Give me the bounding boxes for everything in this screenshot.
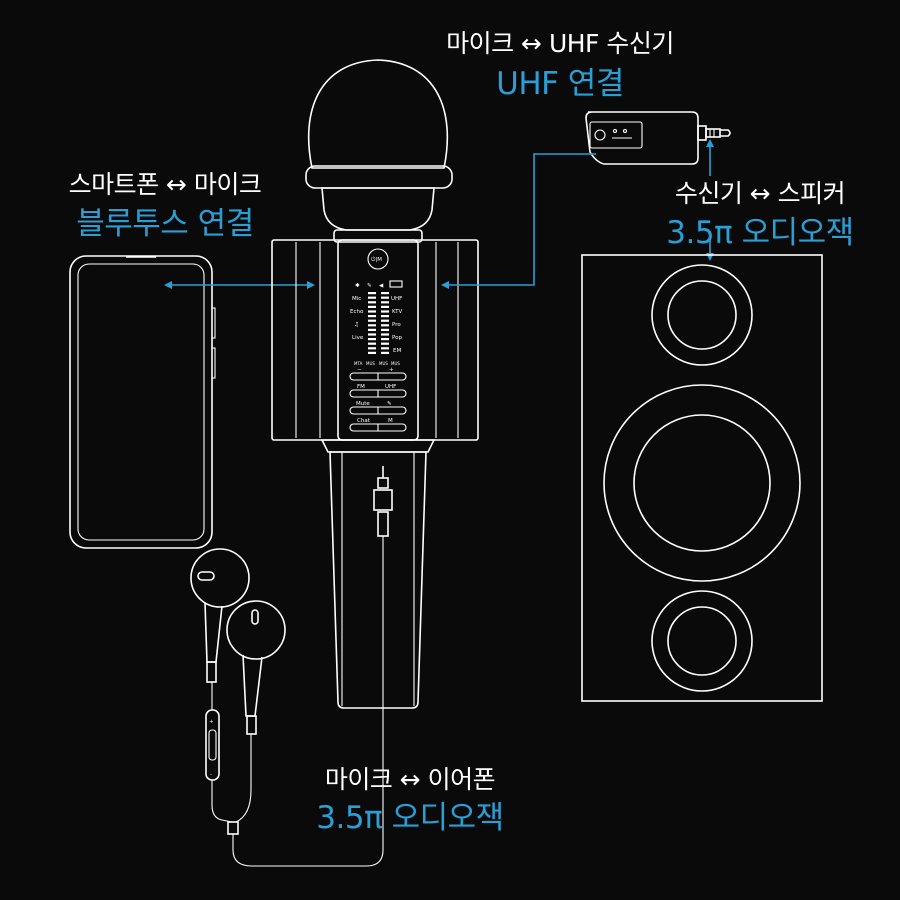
level-bar xyxy=(381,324,389,327)
level-label: MUS xyxy=(379,361,388,366)
mode-echo-label: Echo xyxy=(350,309,364,315)
uhf-arrow-icon xyxy=(441,153,596,289)
svg-text:Chat: Chat xyxy=(357,418,371,424)
smartphone-icon xyxy=(69,255,216,549)
level-bar xyxy=(368,324,376,327)
level-bar xyxy=(368,319,376,322)
svg-text:+: + xyxy=(389,367,394,373)
level-bar xyxy=(381,351,389,354)
level-bar xyxy=(381,338,389,341)
level-bar xyxy=(381,328,389,331)
level-bar xyxy=(368,351,376,354)
level-bar xyxy=(368,347,376,350)
level-bar xyxy=(381,296,389,299)
level-bar xyxy=(368,315,376,318)
level-bar xyxy=(368,296,376,299)
svg-text:UHF: UHF xyxy=(385,384,396,390)
level-bar xyxy=(381,310,389,313)
svg-text:-: - xyxy=(210,772,212,778)
mode-mic-label: Mic xyxy=(352,296,361,302)
mode-live-label: Live xyxy=(352,335,364,341)
uhf-connection-title: 마이크 ↔ UHF 수신기 xyxy=(446,29,674,58)
level-bar xyxy=(368,342,376,345)
svg-text:M: M xyxy=(388,418,393,424)
level-bar xyxy=(368,310,376,313)
level-bar xyxy=(381,315,389,318)
speaker-connection-title: 수신기 ↔ 스피커 xyxy=(674,179,846,208)
mode-music-icon: ♫ xyxy=(354,322,359,328)
level-bar xyxy=(381,305,389,308)
control-buttons: − + FM UHF Mute ✎ Chat M xyxy=(349,367,407,432)
earphone-connection-label: 3.5π 오디오잭 xyxy=(316,800,504,836)
level-label: MTA xyxy=(354,361,363,366)
svg-text:✱: ✱ xyxy=(355,282,360,289)
bluetooth-connection-title: 스마트폰 ↔ 마이크 xyxy=(68,170,262,199)
level-bar xyxy=(381,301,389,304)
bluetooth-arrow-icon xyxy=(164,281,315,289)
mode-pro-label: Pro xyxy=(392,322,401,328)
level-bar xyxy=(381,333,389,336)
level-bar xyxy=(381,319,389,322)
microphone-icon: ⏻|M ✱ ✎ ◀ Mic Echo ♫ Live UHF KTV Pro Po… xyxy=(271,59,479,709)
mode-pop-label: Pop xyxy=(392,335,402,341)
svg-text:FM: FM xyxy=(357,384,365,390)
power-mode-button: ⏻|M xyxy=(371,256,382,263)
svg-text:−: − xyxy=(357,367,362,373)
earphone-connection-title: 마이크 ↔ 이어폰 xyxy=(324,765,496,794)
mode-ktv-label: KTV xyxy=(392,309,403,315)
level-bar xyxy=(368,301,376,304)
level-meter xyxy=(368,292,389,354)
svg-text:+: + xyxy=(209,719,214,725)
level-bar xyxy=(381,342,389,345)
uhf-connection-label: UHF 연결 xyxy=(496,66,624,102)
speaker-arrow-icon xyxy=(706,139,714,261)
svg-text:◀: ◀ xyxy=(379,283,384,289)
level-bar xyxy=(368,292,376,295)
level-bar xyxy=(368,338,376,341)
svg-text:Mute: Mute xyxy=(356,401,370,407)
mode-uhf-label: UHF xyxy=(391,296,402,302)
speaker-icon xyxy=(581,254,823,702)
level-label: MUS xyxy=(391,361,400,366)
bluetooth-connection-label: 블루투스 연결 xyxy=(76,206,254,242)
earphones-icon: + - xyxy=(190,536,384,867)
level-bar xyxy=(368,333,376,336)
speaker-connection-label: 3.5π 오디오잭 xyxy=(666,215,854,251)
mode-em-label: EM xyxy=(393,348,401,354)
level-bar xyxy=(368,328,376,331)
uhf-receiver-icon xyxy=(585,111,731,165)
level-bar xyxy=(381,292,389,295)
svg-text:✎: ✎ xyxy=(367,283,372,289)
level-label: MUS xyxy=(366,361,375,366)
level-bar xyxy=(368,305,376,308)
level-bar xyxy=(381,347,389,350)
svg-text:✎: ✎ xyxy=(387,401,392,407)
